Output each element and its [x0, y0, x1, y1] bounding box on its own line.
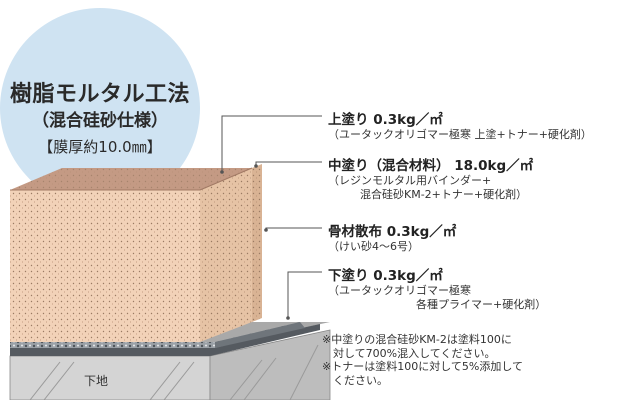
aggregate-side — [215, 322, 305, 348]
method-thickness: 【膜厚約10.0㎜】 — [38, 138, 162, 156]
callout-aggregate-head: 骨材散布 0.3kg／㎡ — [328, 224, 457, 240]
callout-primer-head: 下塗り 0.3kg／㎡ — [328, 268, 443, 284]
note-1-line-1: ※中塗りの混合硅砂KM-2は塗料100に — [322, 333, 512, 346]
callout-aggregate: 骨材散布 0.3kg／㎡ （けい砂4～6号） — [328, 220, 456, 254]
note-1-line-2: 対して700%混入してください。 — [333, 346, 496, 360]
callout-middle-coat-desc-1: （レジンモルタル用バインダー+ — [328, 174, 492, 187]
callout-top-coat-head: 上塗り 0.3kg／㎡ — [328, 112, 443, 128]
callout-primer: 下塗り 0.3kg／㎡ （ユータックオリゴマー極寒 各種プライマー+硬化剤） — [328, 264, 546, 312]
callout-primer-desc-1: （ユータックオリゴマー極寒 — [328, 284, 471, 297]
title-circle — [0, 8, 200, 208]
callout-middle-coat-head: 中塗り（混合材料） 18.0kg／㎡ — [328, 158, 534, 174]
base-label: 下地 — [84, 374, 109, 388]
callout-middle-coat: 中塗り（混合材料） 18.0kg／㎡ （レジンモルタル用バインダー+ 混合硅砂K… — [328, 154, 533, 202]
callout-primer-desc-2: 各種プライマー+硬化剤） — [416, 298, 547, 311]
base-slab-side — [209, 329, 331, 400]
method-title: 樹脂モルタル工法 — [9, 82, 190, 107]
base-hatching — [29, 344, 319, 400]
note-2-line-2: ください。 — [333, 373, 388, 387]
note-2-line-1: ※トナーは塗料100に対して5%添加して — [322, 360, 524, 373]
method-spec: （混合硅砂仕様） — [32, 111, 168, 131]
callout-top-coat: 上塗り 0.3kg／㎡ （ユータックオリゴマー極寒 上塗+トナー+硬化剤） — [328, 108, 592, 142]
callout-aggregate-desc: （けい砂4～6号） — [328, 240, 419, 253]
callout-top-coat-desc: （ユータックオリゴマー極寒 上塗+トナー+硬化剤） — [328, 128, 592, 141]
callout-middle-coat-desc-2: 混合硅砂KM-2+トナー+硬化剤） — [360, 188, 528, 201]
base-slab-front — [9, 355, 211, 400]
notes: ※中塗りの混合硅砂KM-2は塗料100に 対して700%混入してください。 ※ト… — [322, 333, 523, 387]
